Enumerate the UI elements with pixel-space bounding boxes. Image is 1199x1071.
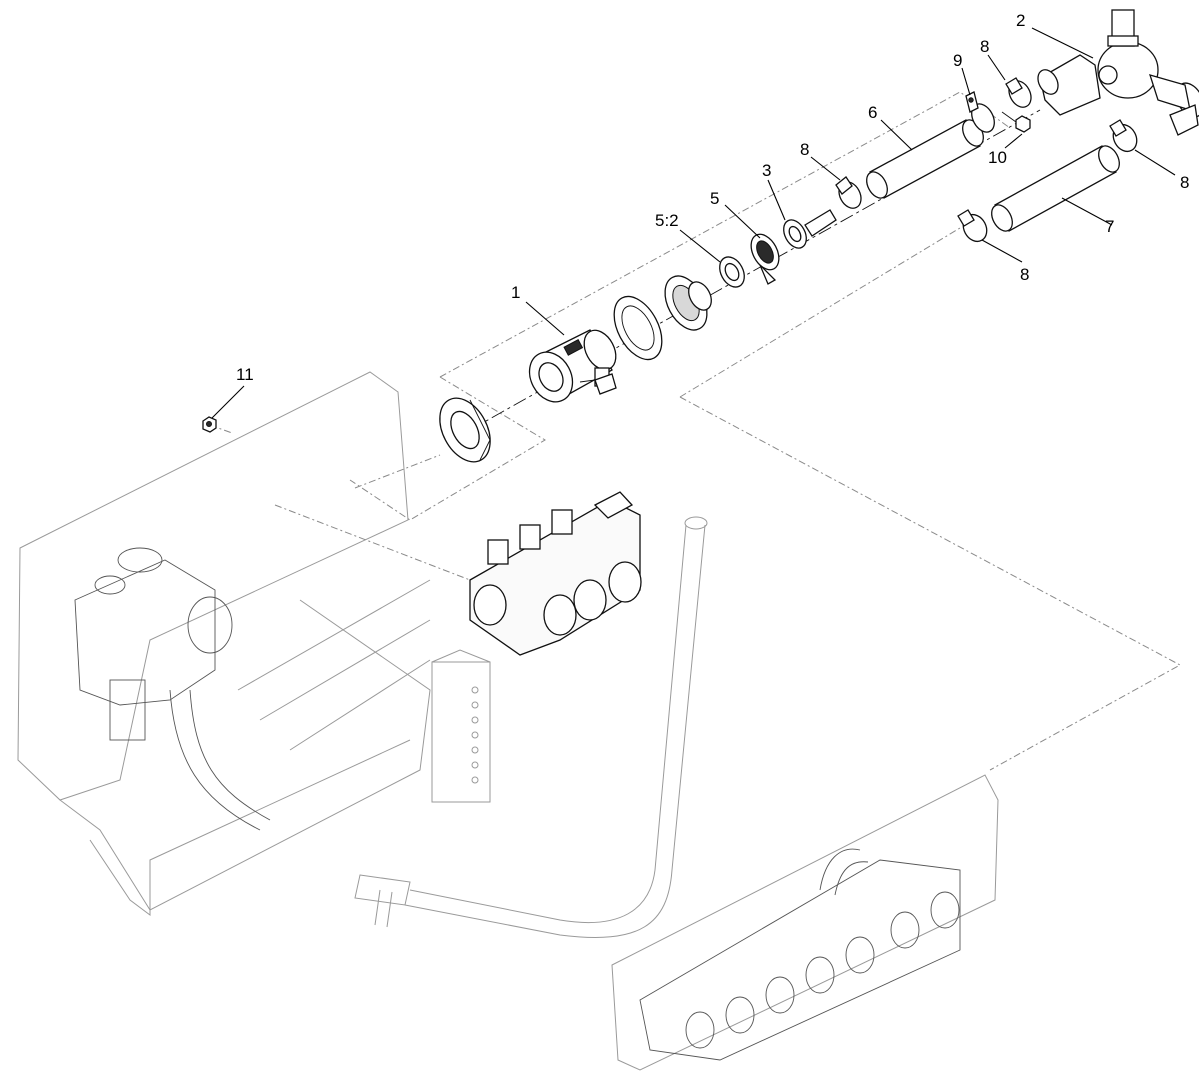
nut-11 [202,416,217,433]
callout-2: 2 [1016,11,1025,30]
hose-clamp-8d [957,209,988,243]
callout-7: 7 [1105,217,1114,236]
screw-10 [1001,111,1031,133]
clamp-5 [750,233,780,285]
callout-8-a: 8 [800,140,809,159]
hose-7 [991,145,1120,232]
hose-clamp-8a [835,176,862,209]
callout-3: 3 [762,161,771,180]
lower-manifold-assembly [611,774,999,1071]
hose-barb-3 [783,209,837,249]
hose-6 [866,119,984,199]
valve-tee-2 [1037,9,1199,136]
leader-lines [211,27,1176,419]
callout-labels: 1 2 3 5 5:2 6 7 8 8 8 8 9 10 11 [236,11,1189,384]
callout-1: 1 [511,283,520,302]
callout-6: 6 [868,103,877,122]
callout-8-c: 8 [1180,173,1189,192]
mounting-collar [439,397,491,463]
center-valve-manifold [469,491,642,656]
hose-clamp-8b [1005,77,1032,108]
coupling-ring [664,275,712,331]
callout-8-d: 8 [1020,265,1029,284]
hose-clamp-8c [1109,119,1138,153]
gasket-5-2 [719,256,745,288]
callout-11: 11 [236,365,254,384]
callout-5: 5 [710,189,719,208]
callout-8-b: 8 [980,37,989,56]
valve-body-1 [528,329,617,403]
callout-5-2: 5:2 [655,211,679,230]
callout-9: 9 [953,51,962,70]
callout-10: 10 [988,148,1007,167]
coupling-nut [613,295,663,361]
clamp-bracket-9 [965,91,995,133]
supply-hose [354,516,708,938]
left-bracket-assembly [17,371,491,916]
